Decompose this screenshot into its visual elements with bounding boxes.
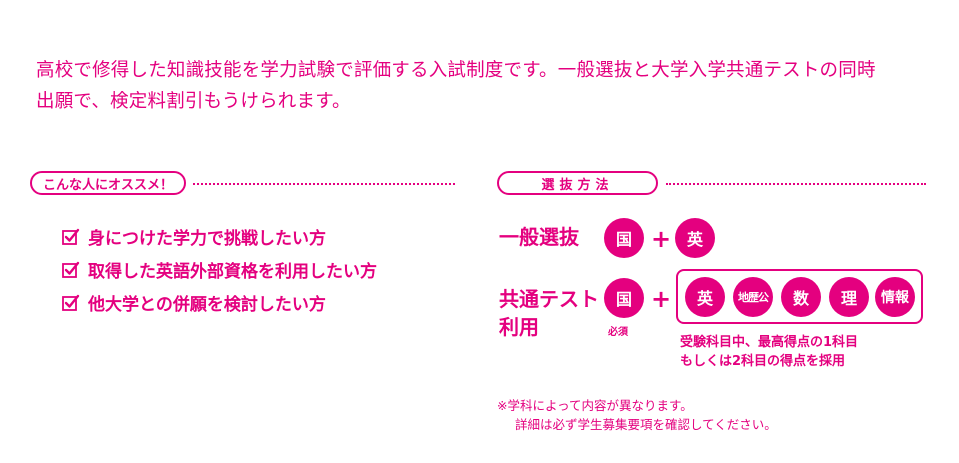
intro-line-1: 高校で修得した知識技能を学力試験で評価する入試制度です。一般選抜と大学入学共通テ… [36, 60, 876, 81]
recommend-item-text: 他大学との併願を検討したい方 [88, 295, 326, 315]
method-divider [666, 183, 926, 185]
plus-sign: + [651, 225, 672, 253]
plus-sign: + [651, 285, 672, 313]
checkbox-checked-icon [62, 294, 80, 311]
general-selection-label: 一般選抜 [499, 225, 579, 249]
score-note-line-1: 受験科目中、最高得点の1科目 [680, 335, 859, 350]
list-item: 取得した英語外部資格を利用したい方 [62, 253, 377, 286]
subject-badge-japanese: 国 [604, 278, 644, 318]
subject-badge-information: 情報 [875, 277, 915, 317]
recommend-divider [193, 183, 455, 185]
subject-badge-english: 英 [685, 277, 725, 317]
recommend-heading: こんな人にオススメ！ [30, 171, 186, 195]
list-item: 身につけた学力で挑戦したい方 [62, 220, 377, 253]
subject-badge-japanese: 国 [604, 218, 644, 258]
intro-line-2: 出願で、検定料割引もうけられます。 [36, 91, 351, 112]
score-note-line-2: もしくは2科目の得点を採用 [680, 354, 846, 369]
footnote-line-1: ※学科によって内容が異なります。 [497, 398, 693, 413]
recommend-list: 身につけた学力で挑戦したい方 取得した英語外部資格を利用したい方 他大学との併願… [62, 220, 377, 319]
subject-badge-math: 数 [781, 277, 821, 317]
method-heading: 選抜方法 [497, 171, 658, 195]
common-test-label-line1: 共通テスト [499, 287, 599, 311]
recommend-item-text: 身につけた学力で挑戦したい方 [88, 229, 326, 249]
list-item: 他大学との併願を検討したい方 [62, 286, 377, 319]
elective-subjects-box: 英 地歴公 数 理 情報 [676, 269, 923, 324]
subject-badge-geo-history-civics: 地歴公 [733, 277, 773, 317]
recommend-item-text: 取得した英語外部資格を利用したい方 [88, 262, 377, 282]
required-label: 必須 [608, 327, 628, 338]
subject-badge-science: 理 [829, 277, 869, 317]
subject-badge-english: 英 [675, 218, 715, 258]
common-test-label-line2: 利用 [499, 315, 539, 339]
intro-text: 高校で修得した知識技能を学力試験で評価する入試制度です。一般選抜と大学入学共通テ… [36, 55, 936, 117]
checkbox-checked-icon [62, 261, 80, 278]
footnote-line-2: 詳細は必ず学生募集要項を確認してください。 [515, 417, 777, 432]
checkbox-checked-icon [62, 228, 80, 245]
score-adoption-note: 受験科目中、最高得点の1科目 もしくは2科目の得点を採用 [680, 333, 858, 371]
footnote: ※学科によって内容が異なります。 詳細は必ず学生募集要項を確認してください。 [497, 396, 777, 434]
